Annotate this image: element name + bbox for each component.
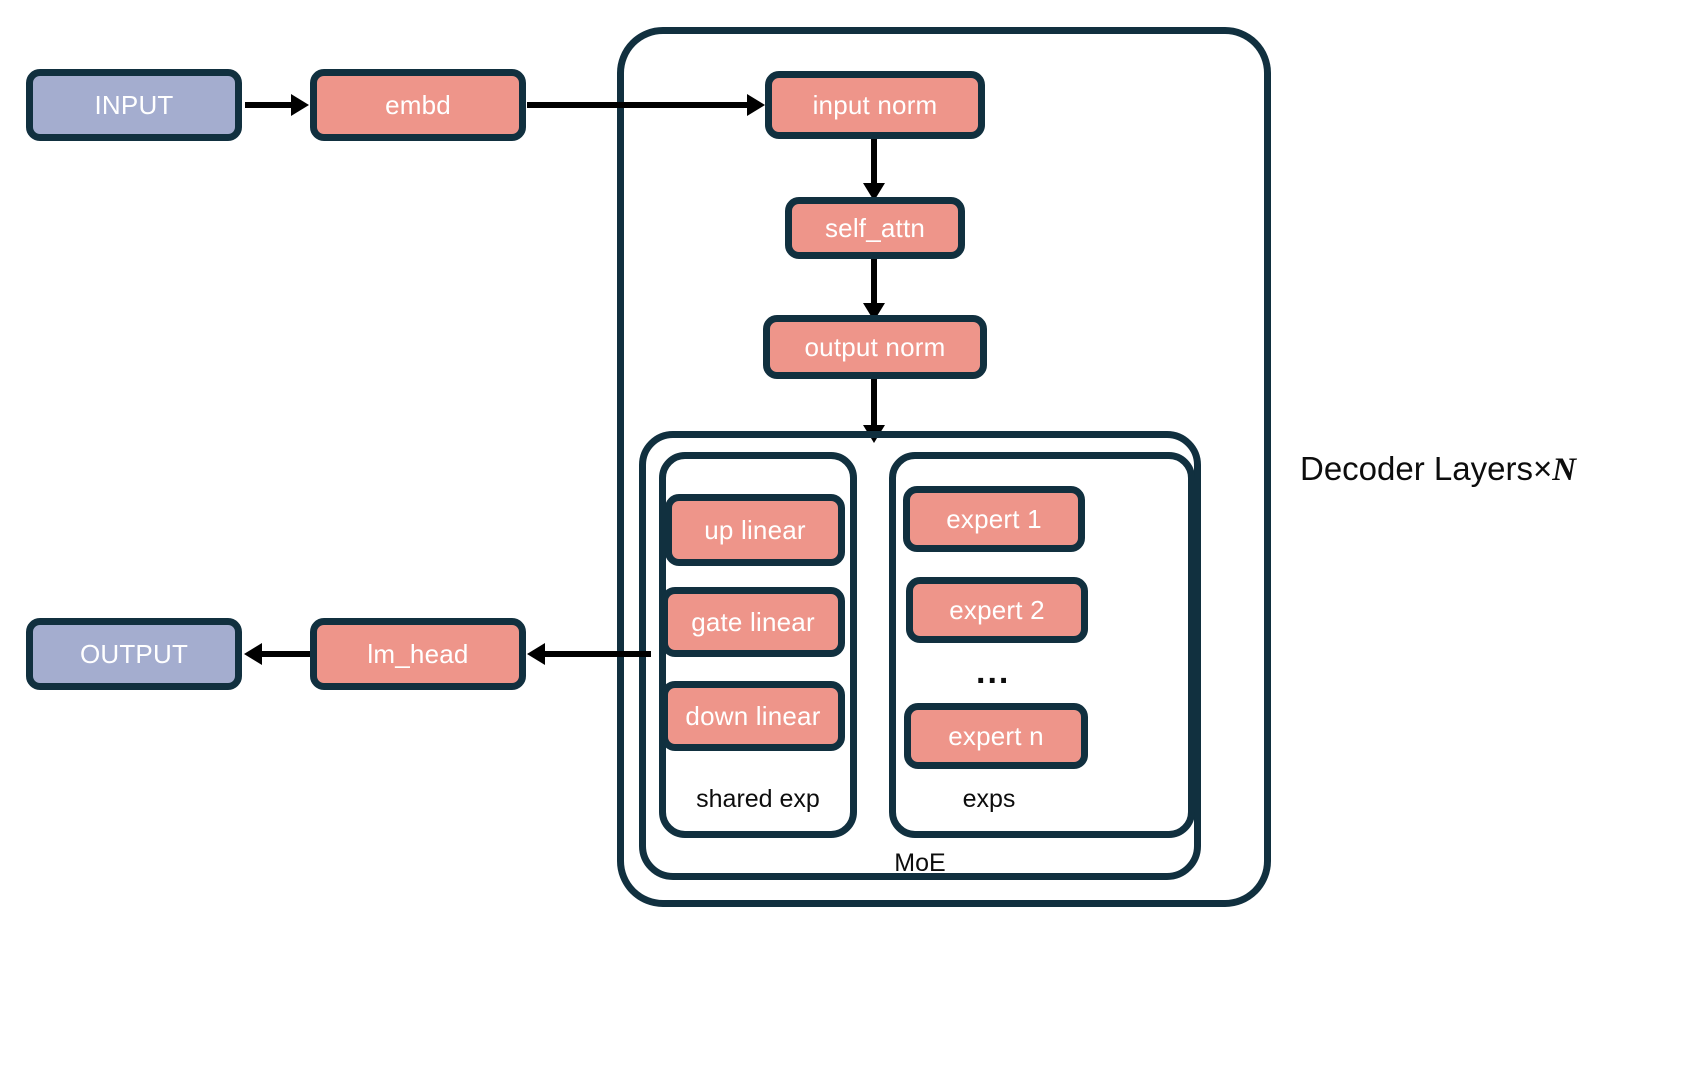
embd-node[interactable]: embd — [310, 69, 526, 141]
expert-2-node[interactable]: expert 2 — [906, 577, 1088, 643]
expert-1-node[interactable]: expert 1 — [903, 486, 1085, 552]
output-norm-node[interactable]: output norm — [763, 315, 987, 379]
arrow-embd-to-input-norm-line — [527, 102, 749, 108]
experts-caption: exps — [962, 785, 1016, 813]
experts-container — [889, 452, 1195, 838]
shared-expert-caption: shared exp — [696, 785, 820, 813]
arrow-decoder-to-lm-head-head — [527, 643, 545, 665]
input-norm-node[interactable]: input norm — [765, 71, 985, 139]
input-node[interactable]: INPUT — [26, 69, 242, 141]
self-attn-node[interactable]: self_attn — [785, 197, 965, 259]
arrow-input-to-embd-line — [245, 102, 292, 108]
arrow-input-norm-to-self-attn-line — [871, 139, 877, 187]
arrow-lm-head-to-output-line — [262, 651, 310, 657]
arrow-embd-to-input-norm-head — [747, 94, 765, 116]
down-linear-node[interactable]: down linear — [661, 681, 845, 751]
decoder-layers-label: Decoder Layers×N — [1300, 452, 1576, 487]
experts-ellipsis: ... — [976, 653, 1011, 691]
arrow-input-norm-to-self-attn-head — [863, 183, 885, 201]
lm-head-node[interactable]: lm_head — [310, 618, 526, 690]
decoder-layers-label-text: Decoder Layers× — [1300, 450, 1553, 487]
arrow-decoder-to-lm-head-line — [545, 651, 651, 657]
arrow-self-attn-to-output-norm-line — [871, 259, 877, 307]
moe-caption: MoE — [894, 849, 946, 877]
arrow-input-to-embd-head — [291, 94, 309, 116]
up-linear-node[interactable]: up linear — [665, 494, 845, 566]
expert-n-node[interactable]: expert n — [904, 703, 1088, 769]
decoder-layers-label-var: N — [1552, 452, 1577, 488]
arrow-output-norm-to-moe-line — [871, 379, 877, 433]
arrow-lm-head-to-output-head — [244, 643, 262, 665]
output-node[interactable]: OUTPUT — [26, 618, 242, 690]
decoder-layers-container — [617, 27, 1271, 907]
gate-linear-node[interactable]: gate linear — [661, 587, 845, 657]
